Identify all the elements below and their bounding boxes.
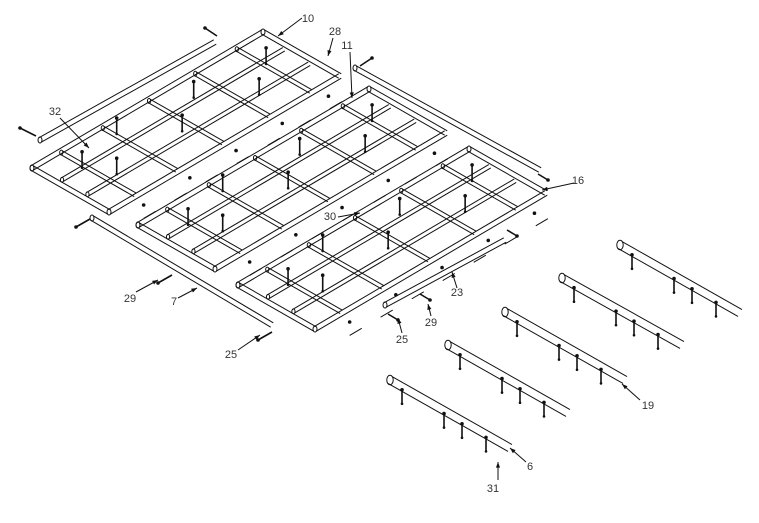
callout-19: 19 — [621, 383, 654, 412]
callout-label: 19 — [642, 400, 654, 412]
callout-label: 25 — [225, 349, 237, 361]
callout-label: 32 — [49, 106, 61, 118]
callout-label: 6 — [527, 461, 533, 473]
callout-label: 25 — [396, 334, 408, 346]
callout-31: 31 — [487, 462, 501, 495]
callout-29a: 29 — [124, 279, 159, 305]
callout-label: 31 — [487, 483, 499, 495]
beam-3 — [501, 306, 628, 385]
callout-label: 23 — [451, 287, 463, 299]
beam-5 — [616, 239, 743, 318]
callout-label: 28 — [329, 26, 341, 38]
callout-28: 28 — [327, 26, 341, 57]
callout-23: 23 — [451, 271, 463, 299]
frame-part-10 — [29, 28, 352, 219]
callout-label: 30 — [324, 211, 336, 223]
callout-label: 11 — [341, 40, 352, 52]
beam-4 — [558, 272, 685, 350]
frame-part-16 — [235, 145, 558, 336]
callout-6: 6 — [509, 447, 533, 473]
callout-32: 32 — [49, 106, 90, 149]
callout-label: 10 — [302, 13, 314, 25]
callout-label: 16 — [572, 175, 584, 187]
callout-25b: 25 — [396, 317, 408, 346]
rail-part-23 — [382, 229, 519, 322]
beam-2 — [444, 339, 571, 418]
rail-upper-right — [352, 56, 550, 182]
callout-label: 7 — [171, 296, 177, 308]
rail-upper-left — [18, 26, 218, 144]
callout-label: 29 — [124, 293, 136, 305]
callout-label: 29 — [425, 317, 437, 329]
callout-16: 16 — [541, 175, 584, 191]
callout-7: 7 — [171, 287, 198, 308]
callout-11: 11 — [341, 40, 354, 99]
callout-25a: 25 — [225, 334, 261, 361]
beam-1 — [386, 374, 513, 453]
callout-30: 30 — [324, 211, 361, 223]
callout-10: 10 — [277, 13, 314, 37]
rail-part-7 — [74, 214, 274, 342]
callout-29b: 29 — [425, 303, 437, 329]
